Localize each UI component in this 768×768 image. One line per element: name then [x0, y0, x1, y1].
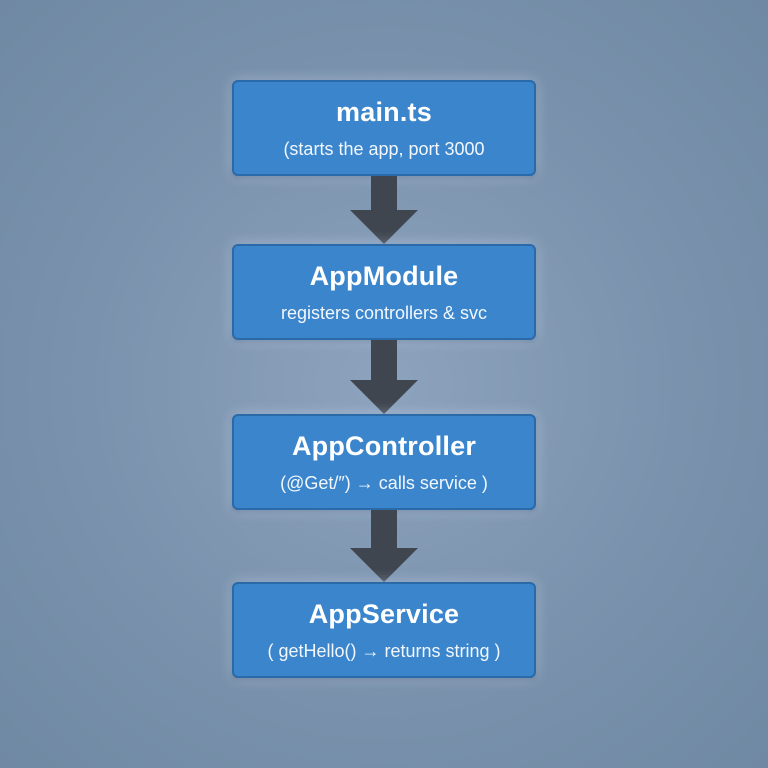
node-app-module: AppModule registers controllers & svc	[232, 244, 536, 340]
down-arrow-icon	[348, 340, 420, 414]
node-title: main.ts	[336, 97, 432, 127]
node-app-service: AppService ( getHello() → returns string…	[232, 582, 536, 678]
node-subtitle: ( getHello() → returns string )	[267, 641, 501, 661]
node-main-ts: main.ts (starts the app, port 3000	[232, 80, 536, 176]
node-subtitle: (@Get/″) → calls service )	[280, 473, 488, 493]
down-arrow-icon	[348, 510, 420, 582]
node-app-controller: AppController (@Get/″) → calls service )	[232, 414, 536, 510]
node-title: AppService	[308, 599, 460, 629]
node-subtitle: (starts the app, port 3000	[283, 139, 485, 159]
node-title: AppModule	[309, 261, 459, 291]
node-title: AppController	[291, 431, 477, 461]
node-subtitle: registers controllers & svc	[280, 303, 488, 323]
down-arrow-icon	[348, 176, 420, 244]
